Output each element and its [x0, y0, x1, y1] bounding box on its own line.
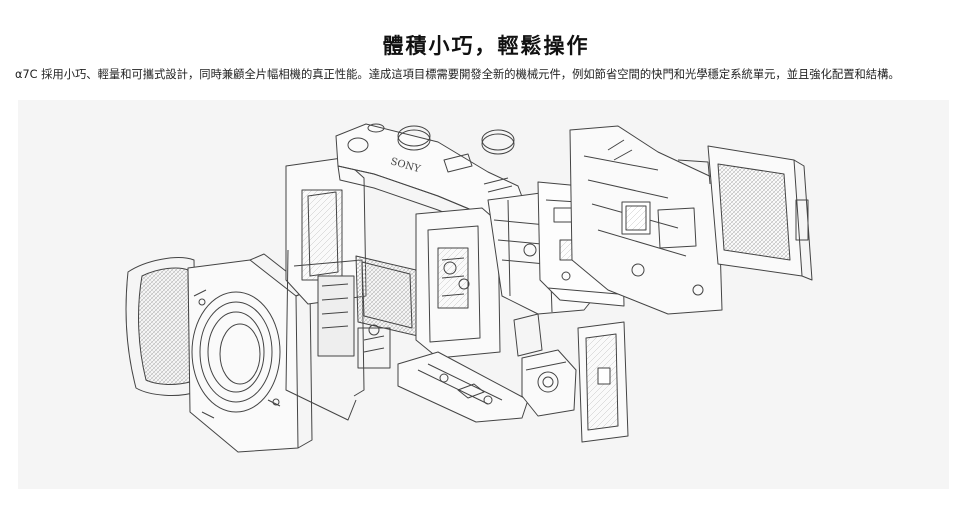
- grip-part: [125, 257, 197, 396]
- section-description: α7C 採用小巧、輕量和可攜式設計，同時兼顧全片幅相機的真正性能。達成這項目標需…: [15, 68, 900, 81]
- small-mechanical-block: [521, 349, 577, 417]
- front-plate-lens-mount: [187, 253, 313, 453]
- rear-chassis-viewfinder: [569, 125, 723, 315]
- exploded-camera-illustration: SONY: [18, 100, 949, 489]
- stabilization-unit: [415, 207, 501, 359]
- section-title: 體積小巧，輕鬆操作: [382, 34, 590, 58]
- bottom-plate: [397, 351, 529, 423]
- battery-flex-board: [577, 321, 629, 443]
- shutter-unit: [285, 157, 419, 421]
- rear-lcd-monitor: [707, 145, 813, 281]
